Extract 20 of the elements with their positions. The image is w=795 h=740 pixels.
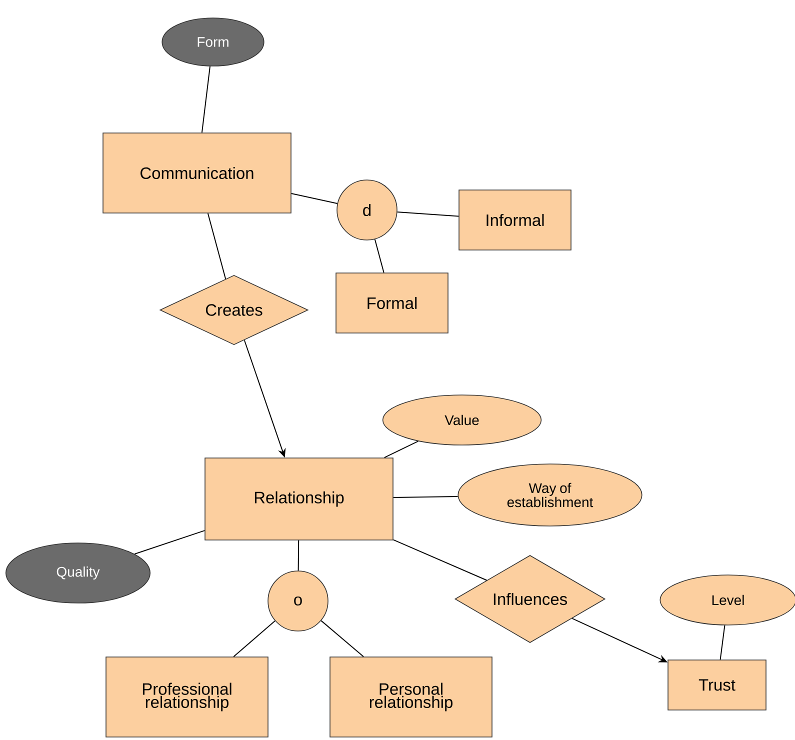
entity-box: Formal <box>336 272 448 334</box>
connector-line <box>201 66 211 134</box>
entity-box: Relationship <box>204 458 394 540</box>
connector-line <box>720 624 726 660</box>
connector-line <box>290 193 338 204</box>
entity-box: Personal relationship <box>330 656 492 738</box>
connector-line <box>298 540 300 572</box>
connector-line <box>374 238 384 274</box>
entity-box: Communication <box>102 132 292 214</box>
connector-line <box>233 620 276 658</box>
connector-line <box>392 496 458 498</box>
connector-line <box>134 530 206 555</box>
connector-line <box>392 539 488 581</box>
connector-line <box>396 212 460 217</box>
connector-line <box>207 212 226 280</box>
entity-box: Professional relationship <box>106 656 268 738</box>
entity-box: Informal <box>458 190 572 250</box>
connector-line <box>384 440 419 458</box>
entity-box: Trust <box>668 660 766 710</box>
connector-line <box>320 620 364 658</box>
